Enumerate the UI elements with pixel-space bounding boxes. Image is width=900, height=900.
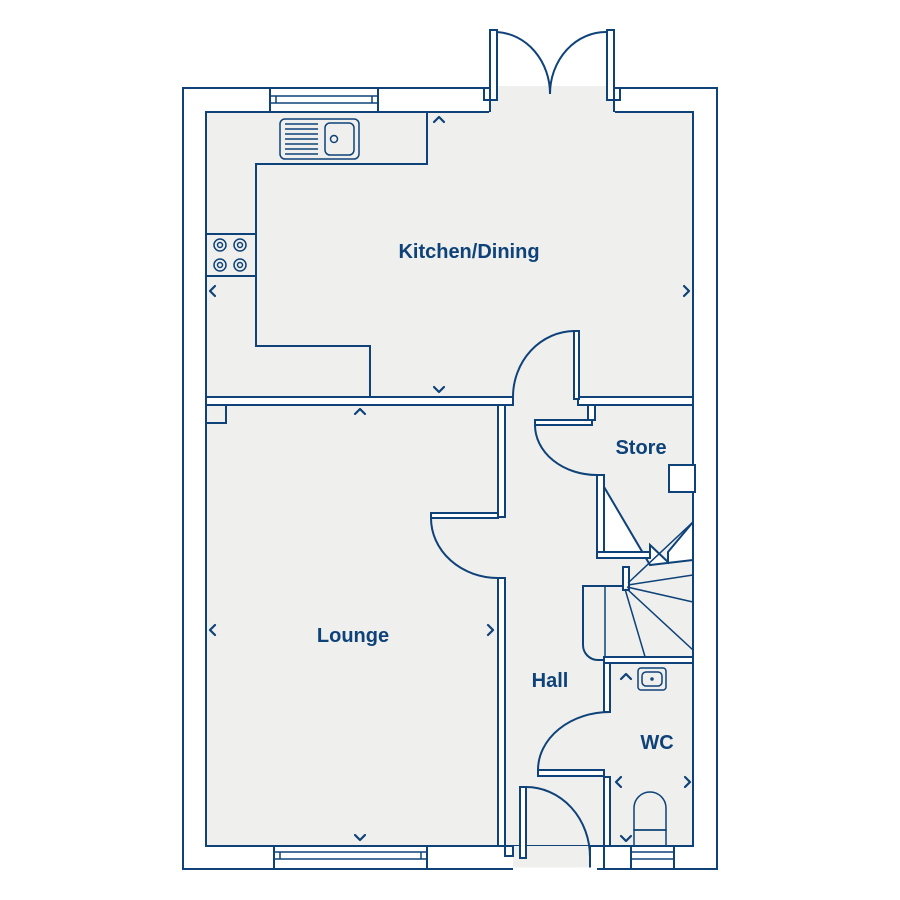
lounge-hall-wall — [497, 404, 506, 518]
wc-left-wall-lower — [603, 776, 611, 847]
lounge-door[interactable] — [430, 512, 499, 579]
front-door[interactable] — [519, 786, 591, 859]
store-top-wall — [577, 396, 694, 406]
basin-icon — [637, 667, 667, 691]
room-label-store: Store — [615, 437, 666, 459]
kitchen-door[interactable] — [512, 330, 580, 400]
wc-door[interactable] — [537, 711, 611, 777]
dimension-markers — [208, 115, 692, 843]
wc-window — [630, 845, 675, 870]
kitchen-worktop — [206, 111, 428, 397]
toilet-icon — [633, 791, 667, 847]
wc-left-wall — [603, 662, 611, 713]
pillar — [205, 404, 227, 424]
sink-icon — [279, 118, 360, 160]
store-door[interactable] — [534, 404, 598, 476]
wc-top-wall — [603, 656, 694, 664]
room-label-kitchen: Kitchen/Dining — [398, 241, 539, 263]
room-label-hall: Hall — [532, 670, 569, 692]
kitchen-lounge-wall — [205, 396, 514, 406]
room-label-wc: WC — [640, 732, 673, 754]
lounge-window — [273, 845, 428, 870]
room-label-lounge: Lounge — [317, 625, 389, 647]
hob-icon — [205, 233, 257, 277]
staircase[interactable] — [582, 521, 694, 661]
kitchen-window — [269, 87, 379, 113]
lounge-hall-wall-lower — [497, 577, 506, 847]
chimney-breast — [668, 464, 696, 493]
interior-floor — [205, 111, 694, 847]
french-door-opening — [489, 86, 615, 114]
french-doors[interactable] — [483, 29, 621, 101]
